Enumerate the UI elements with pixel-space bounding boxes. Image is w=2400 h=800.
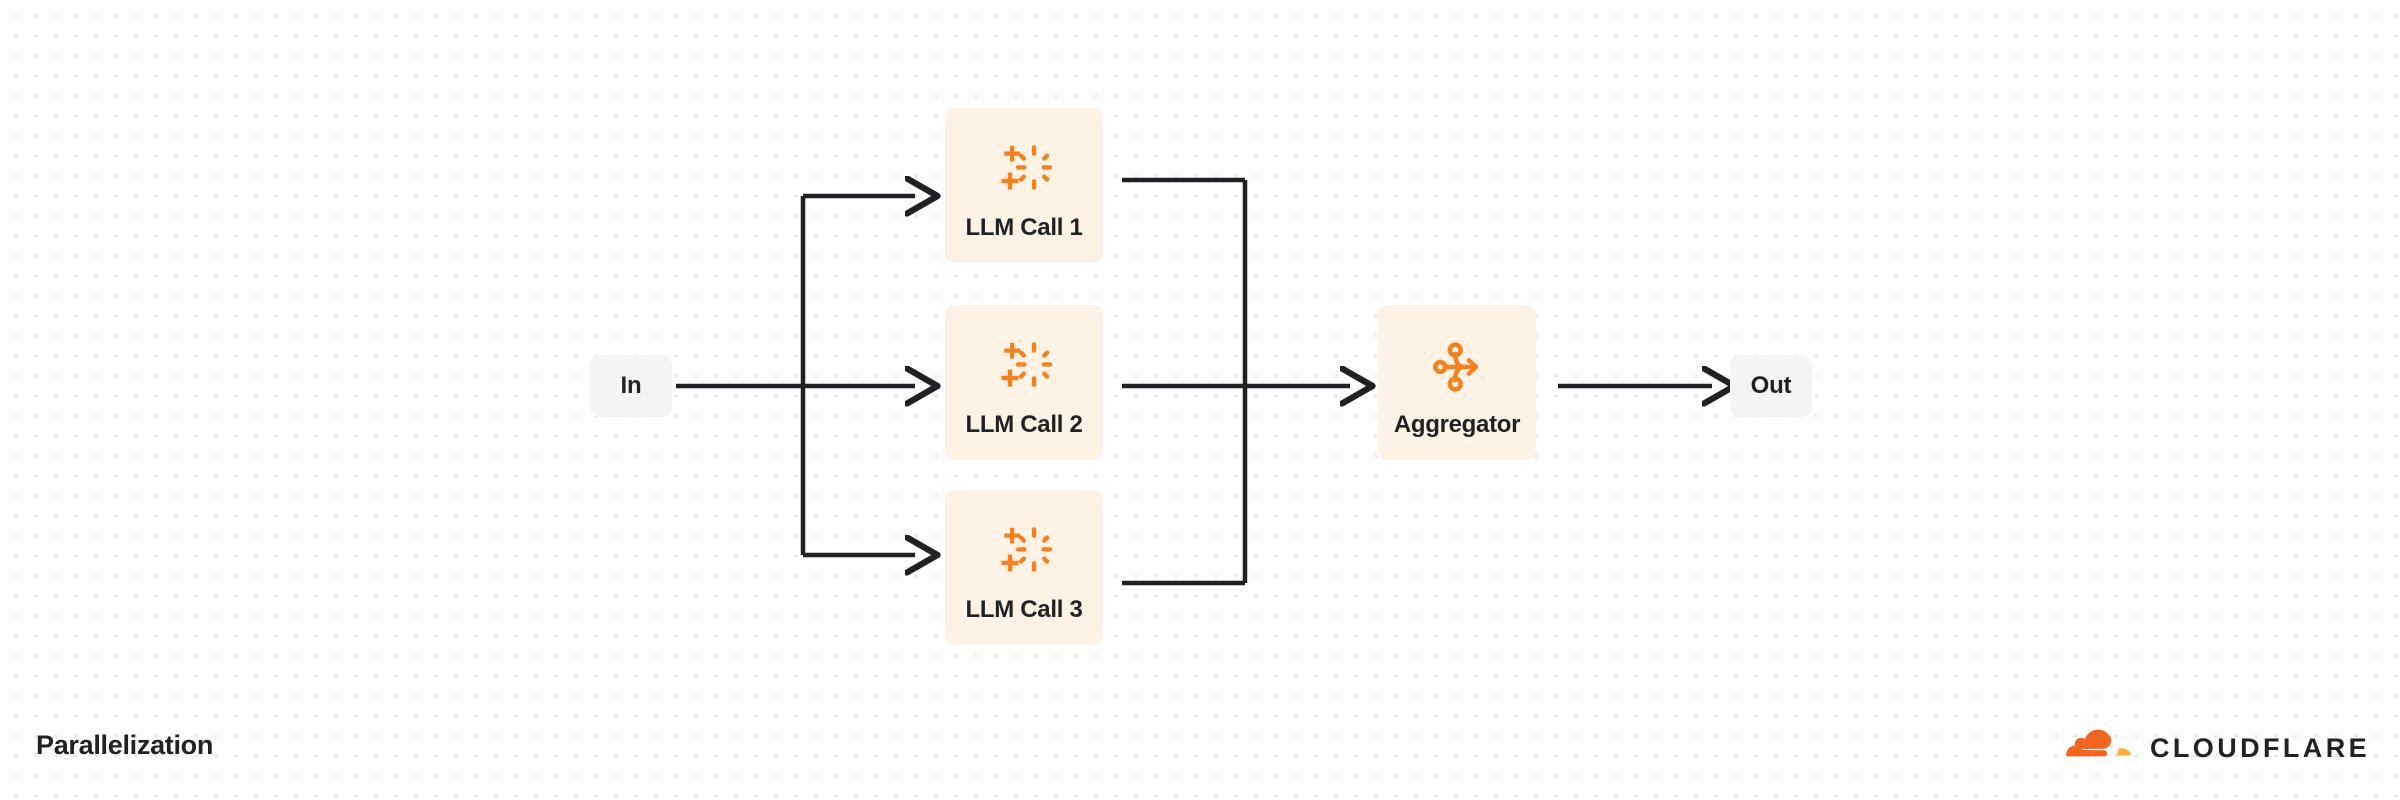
- node-aggregator[interactable]: Aggregator: [1378, 305, 1536, 460]
- node-out[interactable]: Out: [1730, 355, 1812, 417]
- sparkle-ai-icon: [1001, 341, 1053, 387]
- node-llm-call-2[interactable]: LLM Call 2: [945, 305, 1103, 460]
- page-title: Parallelization: [36, 730, 214, 760]
- cloudflare-cloud-icon: [2066, 729, 2131, 757]
- node-llm-call-1[interactable]: LLM Call 1: [945, 108, 1103, 263]
- node-aggregator-label: Aggregator: [1393, 410, 1521, 438]
- node-in[interactable]: In: [590, 355, 672, 417]
- node-llm-call-2-label: LLM Call 2: [965, 410, 1083, 438]
- sparkle-ai-icon: [1001, 144, 1053, 190]
- node-llm-call-3[interactable]: LLM Call 3: [945, 490, 1103, 645]
- cloudflare-logo: CLOUDFLARE: [2058, 728, 2370, 768]
- node-out-label: Out: [1750, 372, 1792, 399]
- node-llm-call-3-label: LLM Call 3: [965, 595, 1083, 623]
- node-in-label: In: [620, 372, 642, 399]
- cloudflare-wordmark: CLOUDFLARE: [2150, 732, 2370, 763]
- sparkle-ai-icon: [1001, 526, 1053, 572]
- merge-arrow-icon: [1433, 341, 1479, 392]
- node-llm-call-1-label: LLM Call 1: [965, 213, 1083, 241]
